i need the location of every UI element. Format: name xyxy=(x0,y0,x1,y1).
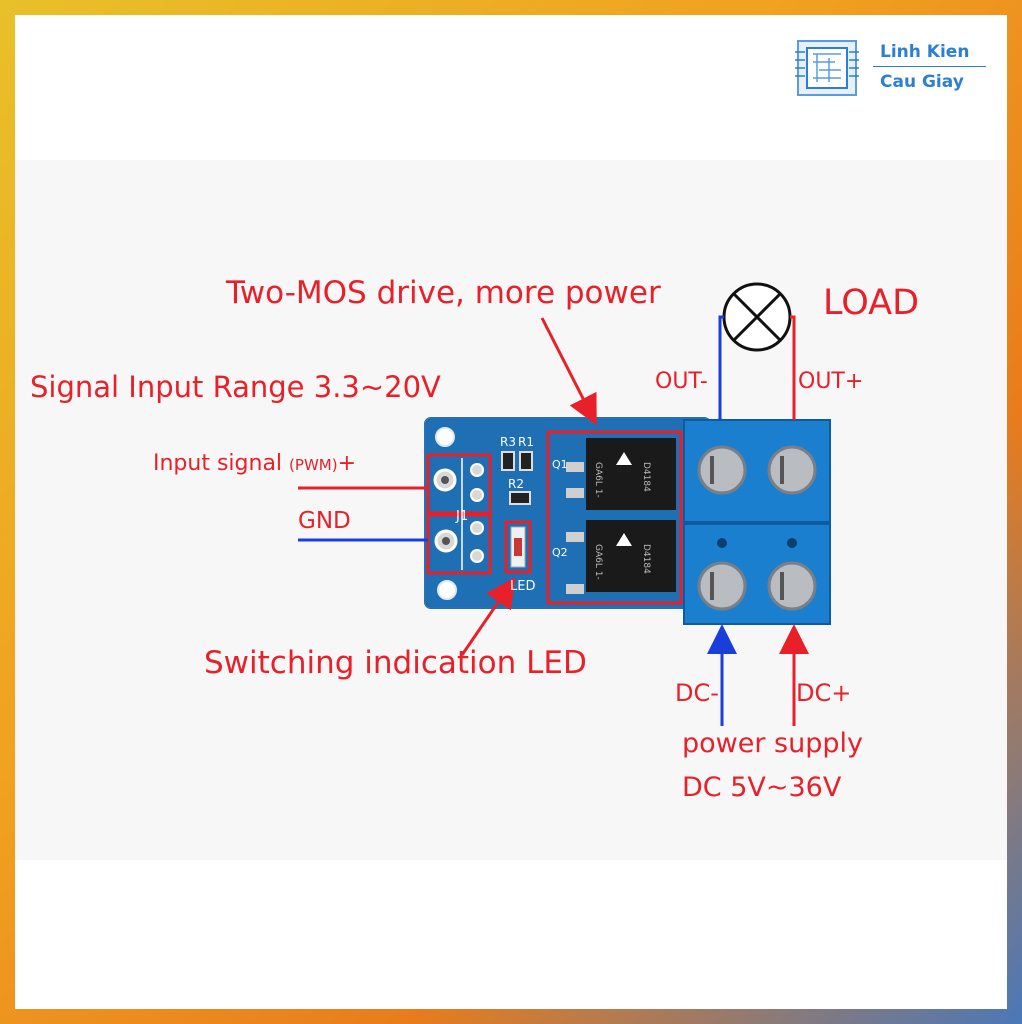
gnd-label: GND xyxy=(298,508,351,534)
signal-range-label: Signal Input Range 3.3~20V xyxy=(30,370,441,404)
silk-j1: J1 xyxy=(455,509,468,524)
input-signal-label: Input signal (PWM)+ xyxy=(153,451,356,476)
led-label: Switching indication LED xyxy=(204,645,587,681)
brand-name-line2: Cau Giay xyxy=(880,72,964,92)
mosfet-code-top: D4184 xyxy=(641,462,651,492)
mosfet-batch-bottom: GA6L 1- xyxy=(593,544,603,580)
pwm-text: (PWM) xyxy=(289,456,338,474)
brand-name-line1: Linh Kien xyxy=(880,42,970,62)
power-supply-label: power supply xyxy=(682,728,863,759)
plus-text: + xyxy=(337,451,357,476)
led-arrow xyxy=(460,577,516,656)
mosfet-code-bottom: D4184 xyxy=(641,544,651,574)
dc-plus-label: DC+ xyxy=(796,679,852,707)
resistors xyxy=(501,451,533,505)
mosfet-batch-top: GA6L 1- xyxy=(593,462,603,498)
silk-q1: Q1 xyxy=(552,458,568,471)
led-component xyxy=(504,520,532,574)
silk-r1: R1 xyxy=(518,435,534,449)
silk-r3: R3 xyxy=(500,435,516,449)
out-plus-wire xyxy=(790,315,796,420)
out-plus-label: OUT+ xyxy=(798,369,864,394)
dc-range-label: DC 5V~36V xyxy=(682,772,842,803)
silk-q2: Q2 xyxy=(552,546,568,559)
terminal-block-out xyxy=(683,419,831,523)
mos-arrow xyxy=(540,317,597,426)
out-minus-label: OUT- xyxy=(655,369,708,394)
input-signal-text: Input signal xyxy=(153,451,283,476)
terminal-block-dc xyxy=(683,523,831,625)
mounting-hole xyxy=(437,580,457,600)
mounting-hole xyxy=(435,427,455,447)
load-lamp-icon xyxy=(722,282,792,352)
mos-drive-label: Two-MOS drive, more power xyxy=(226,275,661,311)
load-label: LOAD xyxy=(823,283,920,323)
silk-r2: R2 xyxy=(508,477,524,491)
chip-logo-icon xyxy=(795,40,859,96)
brand-divider xyxy=(873,66,986,67)
mosfet-area xyxy=(546,430,683,605)
out-minus-wire xyxy=(718,315,724,420)
silk-led: LED xyxy=(510,579,535,594)
dc-minus-label: DC- xyxy=(675,679,719,707)
j1-header xyxy=(426,453,492,575)
